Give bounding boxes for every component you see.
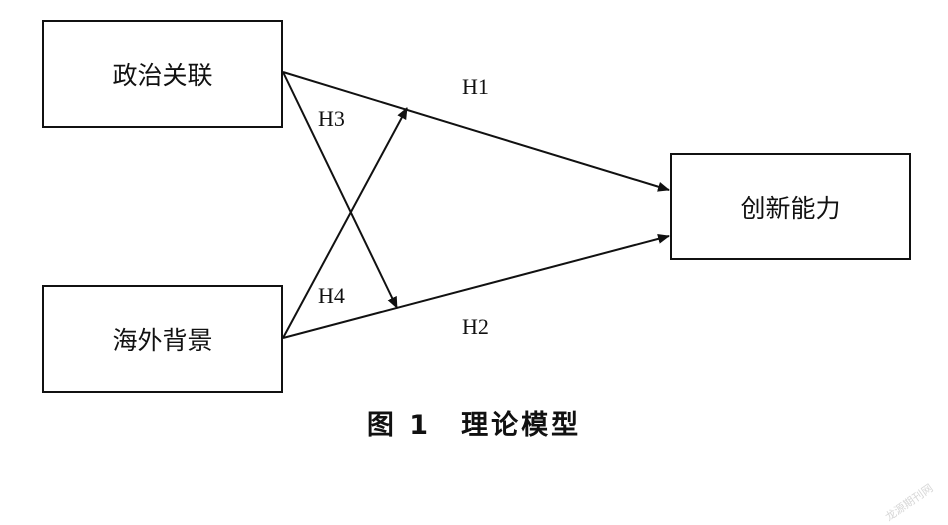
- arrow-h2: [282, 233, 670, 339]
- node-overseas-label: 海外背景: [112, 326, 213, 355]
- arrow-h3: [282, 71, 398, 309]
- figure-title: 理论模型: [461, 410, 582, 441]
- arrow-h4: [282, 107, 408, 339]
- node-overseas-background: 海外背景: [42, 285, 283, 393]
- node-political-connection: 政治关联: [42, 20, 283, 128]
- edge-label-h4: H4: [318, 283, 345, 308]
- arrow-h1: [282, 71, 670, 192]
- figure-number: 图 1: [366, 410, 432, 441]
- node-political-label: 政治关联: [112, 61, 213, 90]
- diagram-arrows: [282, 71, 670, 339]
- edge-label-h3: H3: [318, 106, 345, 131]
- edge-label-h1: H1: [462, 74, 489, 99]
- node-innovation-capability: 创新能力: [670, 153, 911, 260]
- edge-label-h2: H2: [462, 314, 489, 339]
- figure-caption: 图 1 理论模型: [0, 403, 948, 442]
- node-innovation-label: 创新能力: [740, 193, 841, 223]
